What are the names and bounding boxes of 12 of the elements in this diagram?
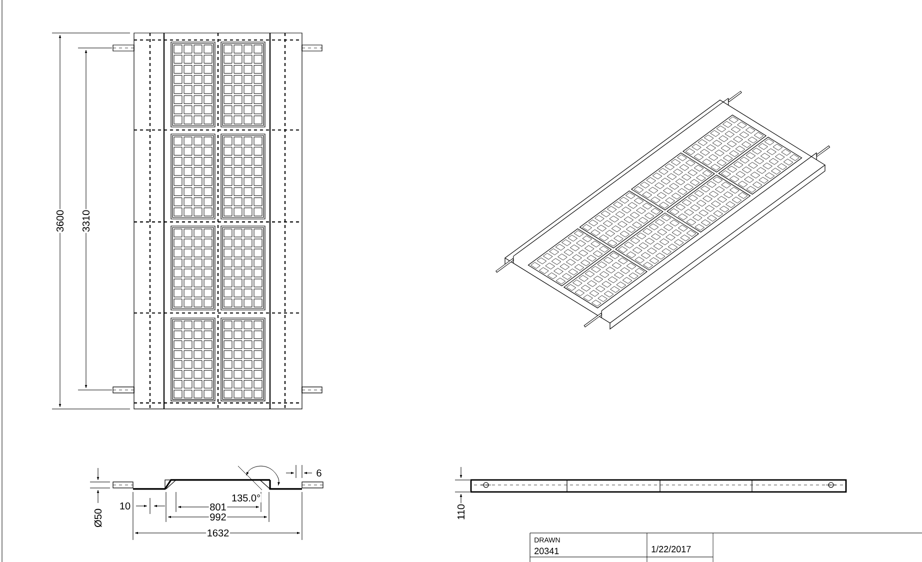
angle-value: 135.0° [230, 494, 262, 502]
diameter-value: Ø50 [94, 508, 103, 528]
title-block-entry: 1/22/2017 [652, 546, 691, 552]
title-block-entry: 20341 [534, 548, 559, 554]
dimension-value: 110 [456, 503, 466, 521]
dimension-value: 10 [118, 502, 132, 510]
dimension-value: 801 [208, 502, 228, 512]
dimension-value: 1632 [206, 528, 230, 538]
dimension-value: 992 [208, 512, 228, 522]
dimension-value: 3600 [56, 209, 64, 233]
dimension-value: 3310 [82, 209, 90, 233]
dimension-value: 6 [315, 468, 323, 478]
